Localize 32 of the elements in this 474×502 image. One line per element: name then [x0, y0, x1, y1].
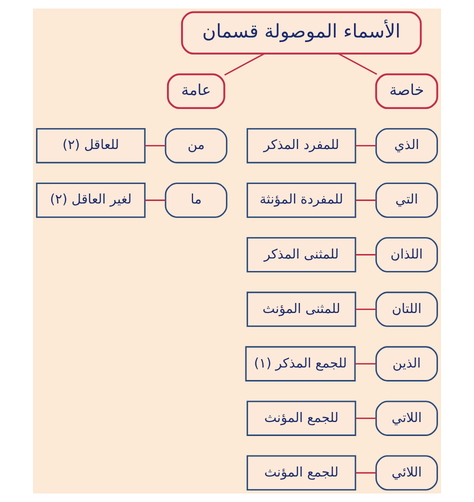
node-box: للمثنى المذكر — [246, 237, 356, 272]
connector — [356, 254, 376, 256]
connector — [338, 53, 378, 75]
node-box: عامة — [166, 73, 226, 110]
node-box: ما — [164, 182, 228, 218]
connector — [356, 472, 376, 474]
node-box: الأسماء الموصولة قسمان — [181, 11, 422, 55]
connector — [355, 363, 376, 365]
node-box: للجمع المذكر (١) — [245, 346, 356, 382]
node-box: اللائي — [375, 455, 438, 490]
connector — [356, 145, 376, 146]
node-box: للمفردة المؤنثة — [246, 182, 356, 218]
connector — [356, 200, 376, 201]
node-box: للجمع المؤنث — [246, 400, 356, 436]
connector — [145, 200, 166, 201]
node-box: لغير العاقل (٢) — [36, 182, 146, 218]
node-box: من — [164, 128, 228, 164]
node-box: للجمع المؤنث — [246, 455, 356, 490]
node-box: للمفرد المذكر — [246, 128, 356, 164]
node-box: اللاتي — [375, 400, 438, 436]
connector — [356, 308, 376, 310]
node-box: الذين — [375, 346, 438, 382]
node-box: اللذان — [375, 237, 438, 272]
node-box: التي — [375, 182, 438, 218]
node-box: للمثنى المؤنث — [246, 292, 356, 327]
node-box: اللتان — [375, 292, 438, 327]
node-box: خاصة — [375, 73, 438, 110]
connector — [145, 145, 166, 146]
node-box: للعاقل (٢) — [36, 128, 146, 164]
connector — [224, 53, 265, 76]
connector — [356, 418, 376, 420]
node-box: الذي — [375, 128, 438, 164]
